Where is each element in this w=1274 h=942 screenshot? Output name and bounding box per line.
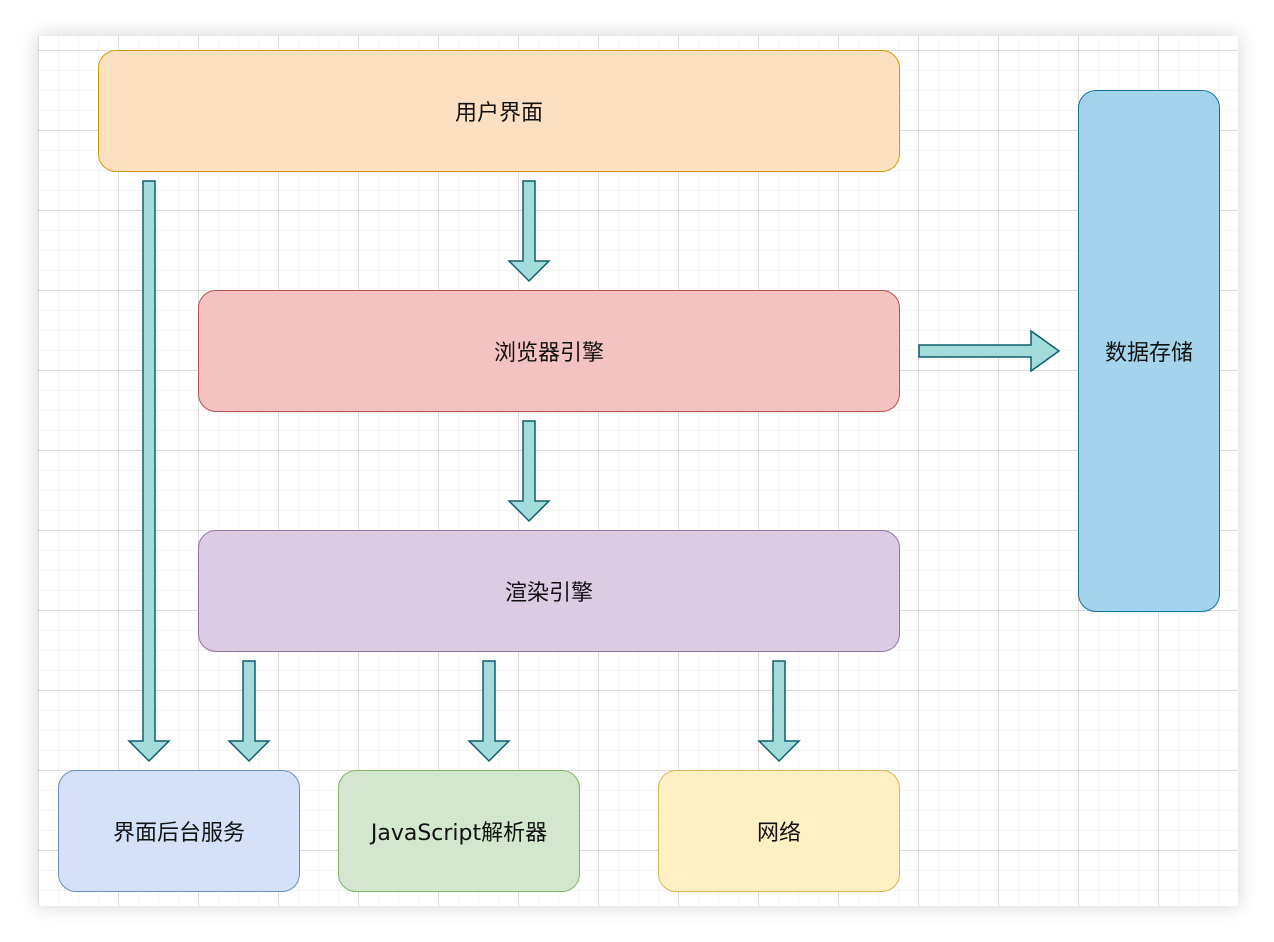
node-data-storage: 数据存储 [1078, 90, 1220, 612]
node-js-interpreter: JavaScript解析器 [338, 770, 580, 892]
node-networking: 网络 [658, 770, 900, 892]
node-label: 渲染引擎 [504, 581, 593, 606]
node-label: 浏览器引擎 [493, 341, 604, 366]
node-label: JavaScript解析器 [370, 821, 548, 846]
node-browser-engine: 浏览器引擎 [198, 290, 900, 412]
node-label: 界面后台服务 [112, 821, 245, 846]
node-user-interface: 用户界面 [98, 50, 900, 172]
node-label: 用户界面 [454, 101, 543, 126]
node-label: 数据存储 [1104, 341, 1193, 366]
node-ui-backend: 界面后台服务 [58, 770, 300, 892]
node-label: 网络 [756, 821, 801, 846]
node-rendering-engine: 渲染引擎 [198, 530, 900, 652]
